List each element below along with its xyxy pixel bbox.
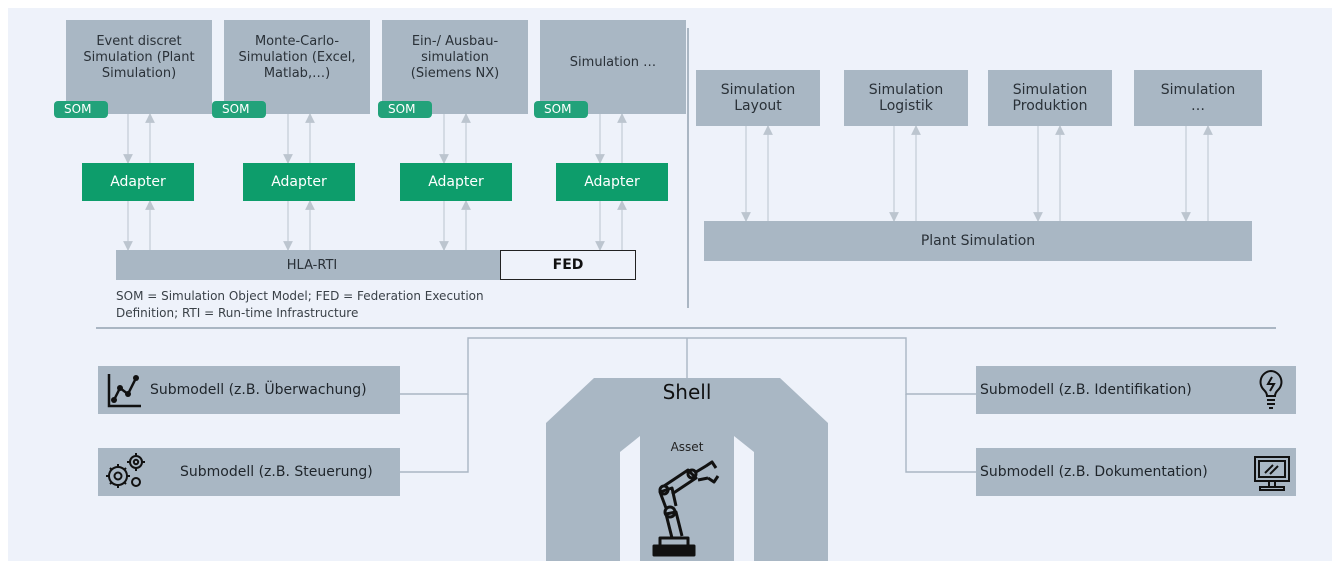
submodel-identification: Submodell (z.B. Identifikation) bbox=[976, 366, 1296, 414]
adapter-box-3: Adapter bbox=[400, 163, 512, 201]
submodel-documentation-label: Submodell (z.B. Dokumentation) bbox=[980, 464, 1208, 480]
submodel-monitoring-label: Submodell (z.B. Überwachung) bbox=[150, 382, 367, 398]
sim-box-other: Simulation … bbox=[540, 20, 686, 114]
submodel-identification-label: Submodell (z.B. Identifikation) bbox=[980, 382, 1192, 398]
sim-box-event-discrete: Event discret Simulation (Plant Simulati… bbox=[66, 20, 212, 114]
plant-sim-layout: Simulation Layout bbox=[696, 70, 820, 126]
legend-line-2: Definition; RTI = Run-time Infrastructur… bbox=[116, 305, 358, 321]
fed-box: FED bbox=[500, 250, 636, 280]
som-tag-4: SOM bbox=[534, 101, 588, 118]
submodel-documentation: Submodell (z.B. Dokumentation) bbox=[976, 448, 1296, 496]
plant-sim-logistik: Simulation Logistik bbox=[844, 70, 968, 126]
hla-rti-bar: HLA-RTI bbox=[116, 250, 508, 280]
line-chart-icon bbox=[104, 370, 144, 410]
robot-arm-icon bbox=[646, 458, 730, 560]
som-tag-3: SOM bbox=[378, 101, 432, 118]
plant-sim-produktion: Simulation Produktion bbox=[988, 70, 1112, 126]
diagram-canvas: Event discret Simulation (Plant Simulati… bbox=[8, 8, 1332, 561]
adapter-box-1: Adapter bbox=[82, 163, 194, 201]
asset-label: Asset bbox=[640, 440, 734, 454]
submodel-control-label: Submodell (z.B. Steuerung) bbox=[180, 464, 373, 480]
adapter-box-2: Adapter bbox=[243, 163, 355, 201]
plant-simulation-bar: Plant Simulation bbox=[704, 221, 1252, 261]
plant-sim-other: Simulation … bbox=[1134, 70, 1262, 126]
som-tag-2: SOM bbox=[212, 101, 266, 118]
sim-box-assembly: Ein-/ Ausbau- simulation (Siemens NX) bbox=[382, 20, 528, 114]
legend-line-1: SOM = Simulation Object Model; FED = Fed… bbox=[116, 288, 484, 304]
lightbulb-icon bbox=[1256, 368, 1286, 412]
som-tag-1: SOM bbox=[54, 101, 108, 118]
monitor-icon bbox=[1252, 454, 1292, 494]
adapter-box-4: Adapter bbox=[556, 163, 668, 201]
shell-label: Shell bbox=[546, 380, 828, 404]
sim-box-monte-carlo: Monte-Carlo- Simulation (Excel, Matlab,…… bbox=[224, 20, 370, 114]
gears-icon bbox=[102, 450, 152, 492]
